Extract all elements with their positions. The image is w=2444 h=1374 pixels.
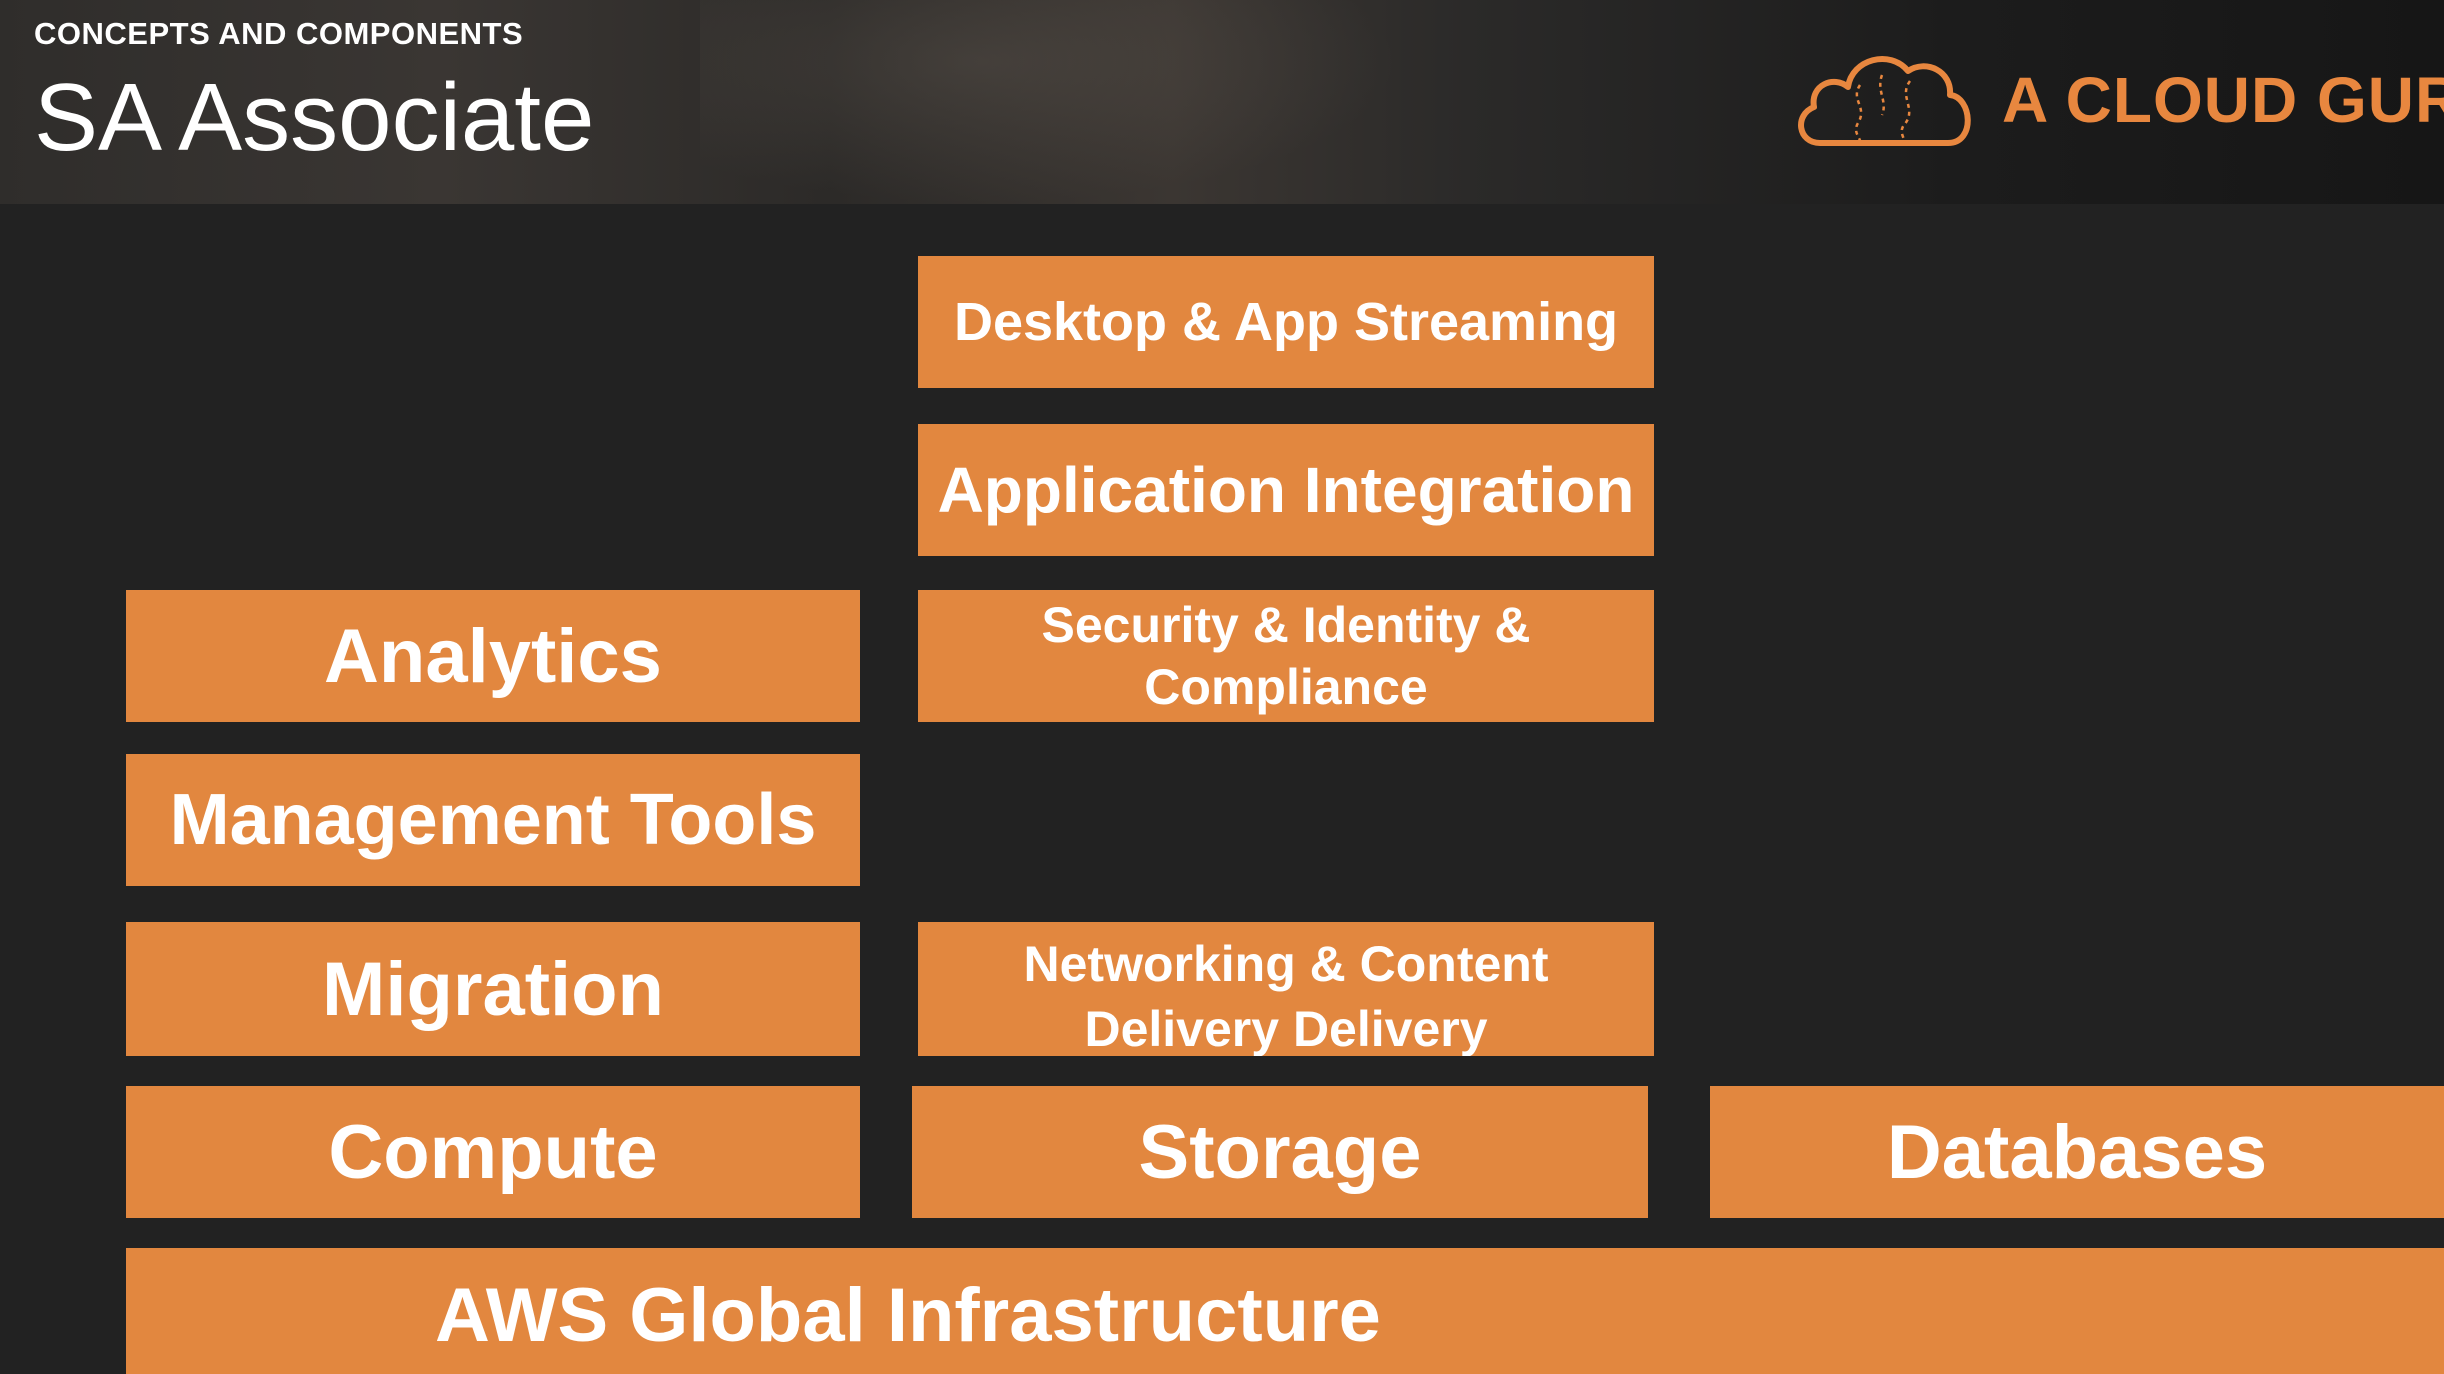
block-label: Desktop & App Streaming: [953, 292, 1619, 352]
block-label: AWS Global Infrastructure: [435, 1273, 1381, 1358]
block-label-line1: Networking & Content: [1023, 936, 1549, 992]
block-label-line1: Security & Identity &: [1041, 596, 1531, 653]
presenter-video-backdrop: [700, 0, 1400, 204]
block-label: Storage: [1138, 1109, 1422, 1195]
block-application-integration: Application Integration: [918, 424, 1654, 556]
block-label-line2: Compliance: [1144, 659, 1428, 715]
block-label: Analytics: [324, 613, 662, 699]
block-management-tools: Management Tools: [126, 754, 860, 886]
block-aws-global-infrastructure: AWS Global Infrastructure: [126, 1248, 2444, 1374]
brand-name: A CLOUD GURU: [2002, 64, 2444, 136]
slide-title: SA Associate: [34, 64, 595, 171]
block-compute: Compute: [126, 1086, 860, 1218]
block-analytics: Analytics: [126, 590, 860, 722]
block-label: Databases: [1886, 1109, 2268, 1195]
block-databases: Databases: [1710, 1086, 2444, 1218]
block-label: Application Integration: [937, 454, 1635, 526]
header-banner: CONCEPTS AND COMPONENTS SA Associate A C…: [0, 0, 2444, 204]
block-storage: Storage: [912, 1086, 1648, 1218]
block-label: Management Tools: [169, 780, 817, 860]
block-networking-content-delivery: Networking & Content Delivery Delivery: [918, 922, 1654, 1056]
block-label: Compute: [328, 1109, 658, 1195]
block-label-line2: Delivery Delivery: [1084, 1001, 1488, 1056]
cloud-icon: [1790, 45, 1980, 155]
section-eyebrow: CONCEPTS AND COMPONENTS: [34, 16, 524, 51]
block-security-identity-compliance: Security & Identity & Compliance: [918, 590, 1654, 722]
block-label: Migration: [322, 946, 664, 1032]
block-desktop-app-streaming: Desktop & App Streaming: [918, 256, 1654, 388]
brand-logo: A CLOUD GURU: [1790, 40, 2444, 160]
block-migration: Migration: [126, 922, 860, 1056]
